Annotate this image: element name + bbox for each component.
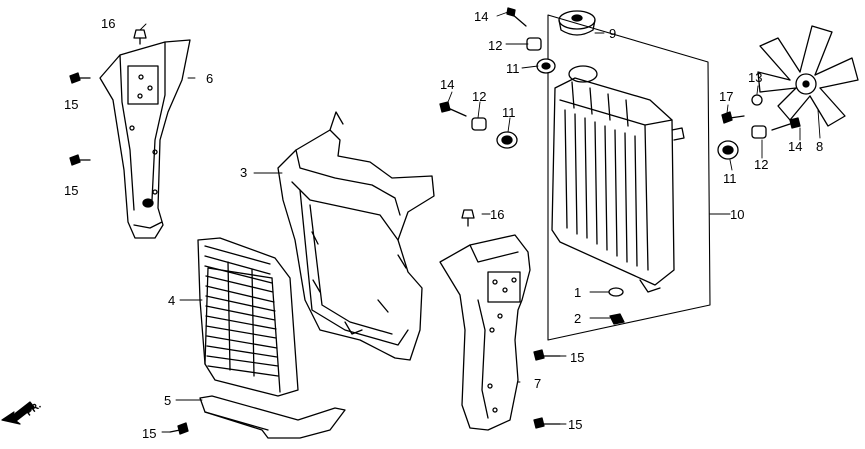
callout-16: 16 xyxy=(101,16,116,31)
callout-12: 12 xyxy=(472,89,487,104)
left-shroud-bracket xyxy=(99,39,191,239)
radiator-cap xyxy=(558,10,596,36)
callout-14: 14 xyxy=(788,139,803,154)
callout-14: 14 xyxy=(440,77,455,92)
callout-15: 15 xyxy=(568,417,583,432)
lower-plate xyxy=(199,395,346,439)
right-shroud-panel xyxy=(439,234,531,431)
callout-3: 3 xyxy=(240,165,248,180)
callout-17: 17 xyxy=(719,89,734,104)
callout-9: 9 xyxy=(609,26,617,41)
callout-12: 12 xyxy=(488,38,503,53)
callout-5: 5 xyxy=(164,393,172,408)
callout-16: 16 xyxy=(490,207,505,222)
cooling-fan xyxy=(757,25,859,127)
callout-14: 14 xyxy=(474,9,489,24)
callout-4: 4 xyxy=(168,293,176,308)
radiator-shroud-frame xyxy=(277,111,435,361)
callout-15: 15 xyxy=(64,97,79,112)
callout-11: 11 xyxy=(723,171,737,186)
callout-10: 10 xyxy=(730,207,745,222)
callout-7: 7 xyxy=(534,376,542,391)
callout-15: 15 xyxy=(64,183,79,198)
callout-12: 12 xyxy=(754,157,769,172)
radiator-grille xyxy=(197,237,299,397)
callout-11: 11 xyxy=(506,61,520,76)
callout-15: 15 xyxy=(142,426,157,441)
callout-15: 15 xyxy=(570,350,585,365)
callout-6: 6 xyxy=(206,71,214,86)
callout-2: 2 xyxy=(574,311,582,326)
callout-13: 13 xyxy=(748,70,763,85)
fasteners xyxy=(69,7,801,435)
radiator-core xyxy=(547,14,711,341)
callout-1: 1 xyxy=(574,285,582,300)
callout-8: 8 xyxy=(816,139,824,154)
leader-lines xyxy=(139,11,821,433)
front-direction-arrow xyxy=(1,401,35,425)
callout-11: 11 xyxy=(502,105,516,120)
